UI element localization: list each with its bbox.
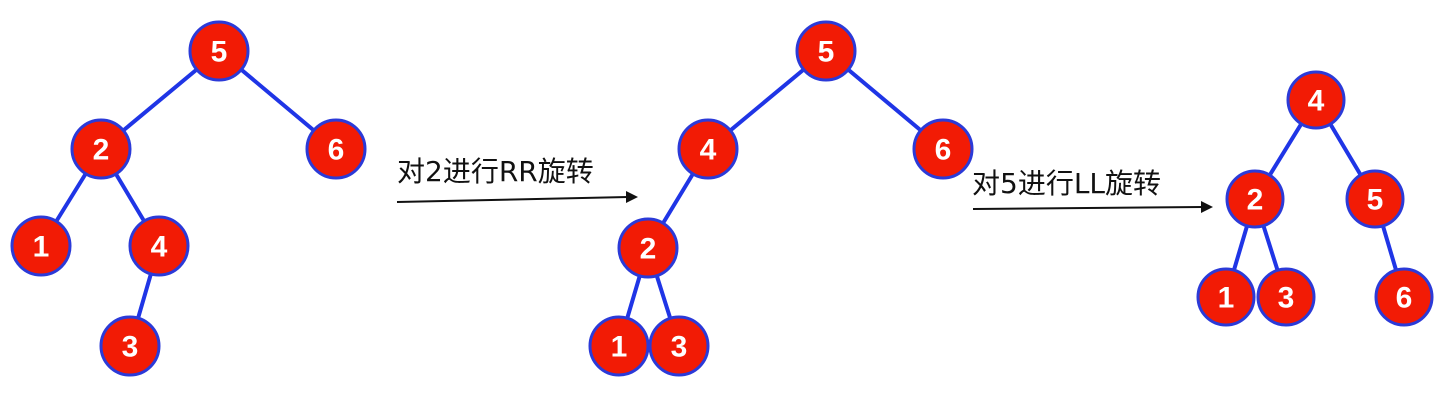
node-label: 2 — [1247, 184, 1264, 217]
node-label: 1 — [1218, 282, 1235, 315]
node-before-4: 4 — [128, 215, 190, 277]
node-label: 5 — [1367, 184, 1384, 217]
node-circle — [648, 315, 710, 377]
node-before-3: 3 — [99, 315, 161, 377]
node-circle — [588, 315, 650, 377]
node-after-rr-1: 1 — [588, 315, 650, 377]
node-label: 6 — [935, 134, 952, 167]
node-after-rr-3: 3 — [648, 315, 710, 377]
node-after-rr-5: 5 — [795, 20, 857, 82]
node-label: 3 — [671, 331, 688, 364]
ll-rotation-arrow-shaft — [972, 206, 1204, 210]
node-label: 5 — [818, 36, 835, 69]
node-before-1: 1 — [10, 215, 72, 277]
node-after-ll-4: 4 — [1286, 70, 1346, 130]
node-after-rr-2: 2 — [617, 217, 679, 279]
node-after-rr-6: 6 — [912, 118, 974, 180]
node-circle — [1345, 169, 1405, 229]
ll-rotation-label: 对5进行LL旋转 — [972, 167, 1162, 200]
node-label: 4 — [151, 231, 168, 264]
node-label: 5 — [211, 36, 228, 69]
node-circle — [1286, 70, 1346, 130]
node-circle — [70, 118, 132, 180]
node-label: 6 — [328, 134, 345, 167]
node-after-rr-4: 4 — [677, 118, 739, 180]
node-circle — [1225, 169, 1285, 229]
node-label: 4 — [1308, 85, 1325, 118]
node-label: 1 — [33, 231, 50, 264]
node-circle — [188, 20, 250, 82]
node-circle — [1374, 267, 1434, 327]
node-circle — [677, 118, 739, 180]
node-after-ll-2: 2 — [1225, 169, 1285, 229]
node-label: 2 — [93, 134, 110, 167]
ll-rotation-arrowhead — [1201, 201, 1213, 213]
node-after-ll-5: 5 — [1345, 169, 1405, 229]
node-before-5: 5 — [188, 20, 250, 82]
node-after-ll-3: 3 — [1256, 267, 1316, 327]
node-after-ll-1: 1 — [1196, 267, 1256, 327]
node-label: 2 — [640, 233, 657, 266]
node-label: 3 — [122, 331, 139, 364]
node-circle — [128, 215, 190, 277]
node-circle — [1256, 267, 1316, 327]
node-circle — [912, 118, 974, 180]
node-label: 6 — [1396, 282, 1413, 315]
node-circle — [305, 118, 367, 180]
node-circle — [617, 217, 679, 279]
node-label: 3 — [1278, 282, 1295, 315]
node-circle — [10, 215, 72, 277]
node-after-ll-6: 6 — [1374, 267, 1434, 327]
node-label: 4 — [700, 134, 717, 167]
node-circle — [99, 315, 161, 377]
rr-rotation-arrow-shaft — [396, 196, 629, 203]
node-circle — [1196, 267, 1256, 327]
node-before-2: 2 — [70, 118, 132, 180]
node-label: 1 — [611, 331, 628, 364]
rr-rotation-label: 对2进行RR旋转 — [397, 155, 594, 188]
node-circle — [795, 20, 857, 82]
rr-rotation-arrowhead — [626, 191, 638, 203]
node-before-6: 6 — [305, 118, 367, 180]
